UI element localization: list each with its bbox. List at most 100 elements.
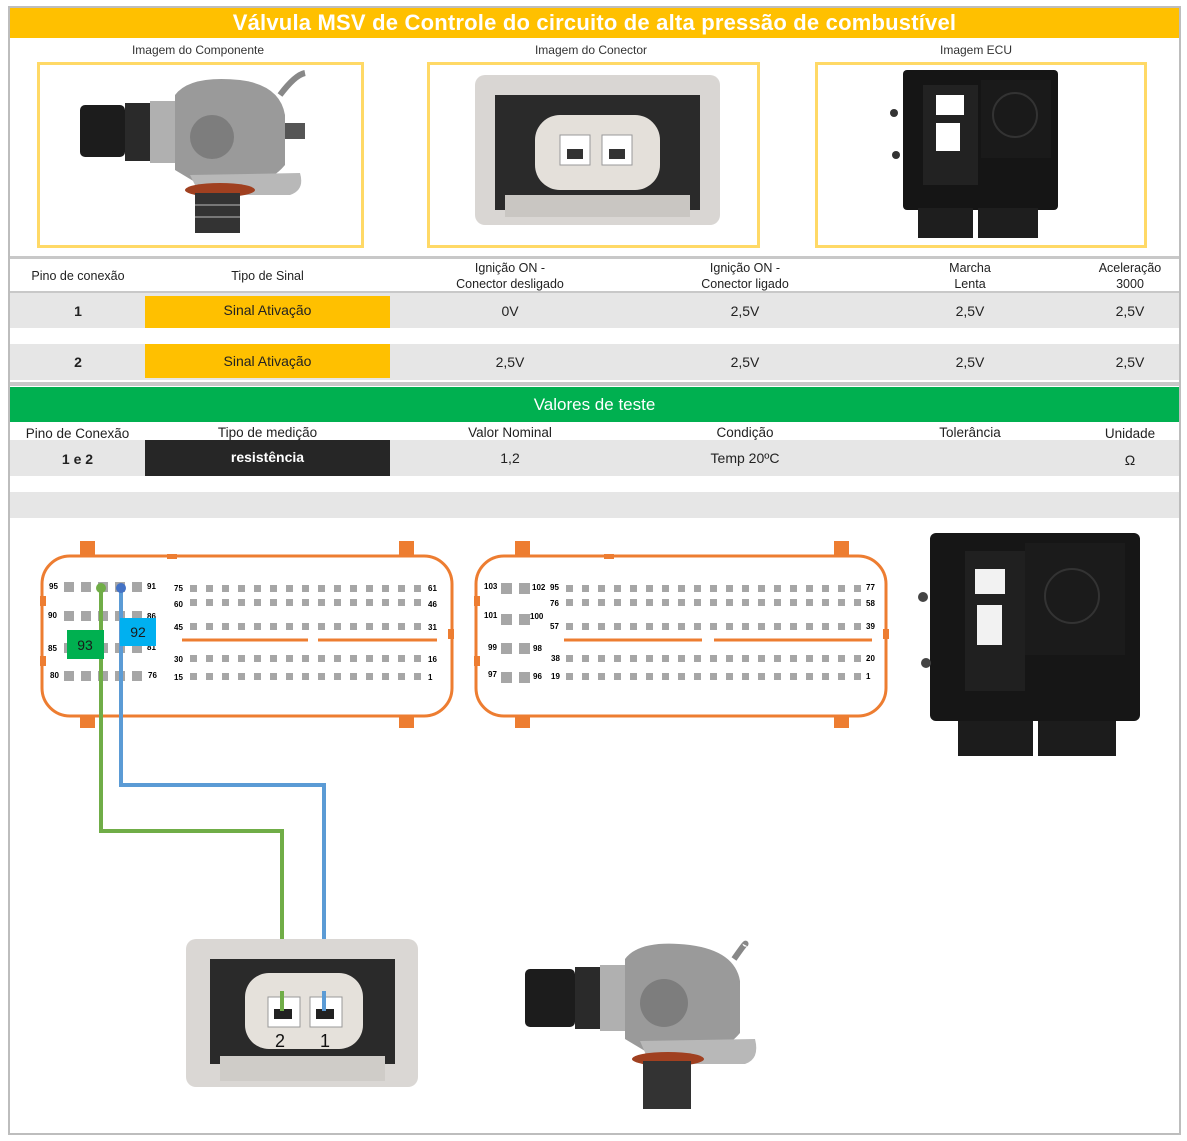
pin — [854, 585, 861, 592]
fuel-pump-icon — [80, 70, 306, 233]
component-connector-photo: 2 1 — [186, 939, 418, 1087]
pin — [582, 585, 589, 592]
pin — [822, 623, 829, 630]
pin — [501, 614, 512, 625]
header-condition: Condição — [716, 425, 774, 440]
pin — [822, 585, 829, 592]
pin — [190, 623, 197, 630]
pin-label: 45 — [174, 623, 183, 632]
pin — [270, 655, 277, 662]
pin — [81, 582, 91, 592]
header-accel: Aceleração 3000 — [1080, 260, 1180, 292]
row-accel: 2,5V — [1115, 354, 1145, 370]
pin — [566, 623, 573, 630]
pin — [132, 611, 142, 621]
pin — [190, 673, 197, 680]
pin — [758, 599, 765, 606]
ecu-photo — [918, 533, 1140, 756]
pin — [598, 585, 605, 592]
pin — [302, 599, 309, 606]
pin — [806, 623, 813, 630]
pin-93-label: 93 — [77, 637, 93, 653]
pin — [302, 623, 309, 630]
pin — [81, 611, 91, 621]
pin — [254, 655, 261, 662]
pin — [382, 655, 389, 662]
divider — [10, 291, 1179, 293]
pin-label: 96 — [533, 672, 542, 681]
pin — [222, 623, 229, 630]
pin — [350, 655, 357, 662]
pin — [582, 623, 589, 630]
pin-label: 101 — [484, 611, 498, 620]
pin — [838, 673, 845, 680]
pin — [238, 655, 245, 662]
pin — [206, 673, 213, 680]
table-row-empty — [10, 492, 1179, 518]
connector-notch — [474, 656, 480, 666]
component-image — [37, 62, 364, 248]
pin — [822, 599, 829, 606]
header-pin-connection: Pino de Conexão — [25, 426, 130, 441]
header-tolerance: Tolerância — [939, 425, 1001, 440]
pin — [398, 585, 405, 592]
pin — [302, 673, 309, 680]
pin — [222, 599, 229, 606]
pin-label: 95 — [550, 583, 559, 592]
pin-label: 61 — [428, 584, 437, 593]
pin — [582, 599, 589, 606]
pin — [414, 673, 421, 680]
pin-label: 95 — [49, 582, 58, 591]
pin — [838, 655, 845, 662]
connector-tab — [515, 716, 530, 728]
pin — [614, 623, 621, 630]
divider — [10, 256, 1179, 259]
row-pin: 1 — [74, 303, 82, 319]
connector-b-pins — [501, 583, 861, 683]
pin — [598, 673, 605, 680]
pin — [286, 673, 293, 680]
pin-label: 86 — [147, 612, 156, 621]
pin-93-highlight — [67, 630, 104, 659]
pin — [630, 655, 637, 662]
row-idle: 2,5V — [955, 303, 985, 319]
pin — [318, 623, 325, 630]
pin — [662, 599, 669, 606]
pin-label: 1 — [428, 673, 433, 682]
header-line: Aceleração — [1098, 261, 1162, 275]
pin — [64, 671, 74, 681]
pin — [366, 655, 373, 662]
pin — [398, 673, 405, 680]
connector-b-outline — [474, 554, 888, 718]
pin — [398, 623, 405, 630]
pin — [414, 585, 421, 592]
pin — [414, 623, 421, 630]
pin — [790, 623, 797, 630]
pin — [334, 599, 341, 606]
pin-label: 80 — [50, 671, 59, 680]
pin — [646, 655, 653, 662]
pin — [254, 599, 261, 606]
row-pin: 2 — [74, 354, 82, 370]
pin-label: 57 — [550, 622, 559, 631]
test-row-unit: Ω — [1124, 452, 1136, 468]
pin-label: 30 — [174, 655, 183, 664]
header-signal-type: Tipo de Sinal — [231, 269, 304, 283]
test-values-title: Valores de teste — [10, 387, 1179, 422]
wire-green-terminal — [96, 583, 106, 593]
pin — [758, 585, 765, 592]
pin — [382, 599, 389, 606]
row-ign-on-disconnected: 0V — [501, 303, 519, 319]
pin — [398, 655, 405, 662]
connector-notch — [883, 629, 889, 639]
pin — [726, 655, 733, 662]
pin-label: 85 — [48, 644, 57, 653]
pin — [238, 623, 245, 630]
pin — [566, 599, 573, 606]
pin — [566, 585, 573, 592]
pin — [414, 599, 421, 606]
ecu-image-label: Imagem ECU — [939, 43, 1013, 57]
pin — [678, 655, 685, 662]
connector-notch — [448, 629, 454, 639]
header-line: Ignição ON - — [709, 261, 781, 275]
